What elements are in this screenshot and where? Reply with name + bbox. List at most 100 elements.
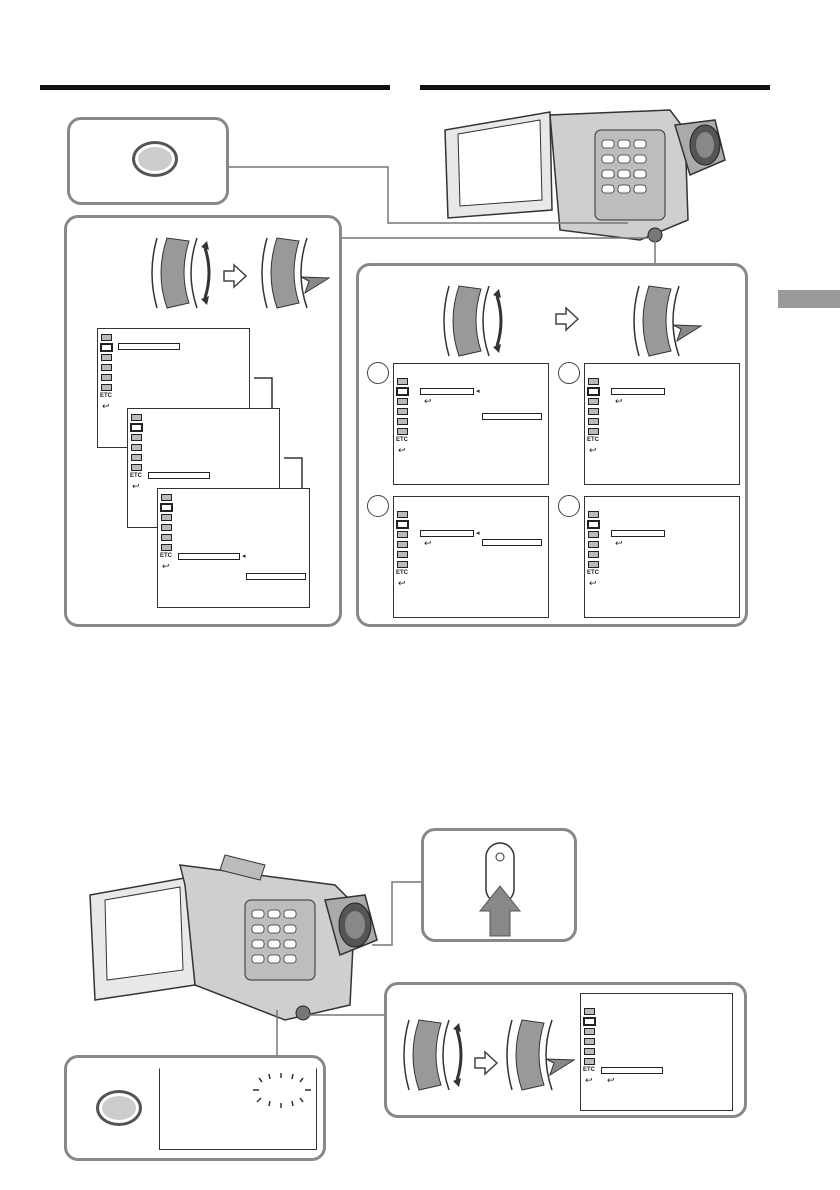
menu-highlight-bar (118, 343, 180, 350)
menu-highlight-bar (178, 553, 240, 560)
connector-line-3 (372, 881, 425, 946)
control-dial-press-icon[interactable] (502, 1015, 582, 1095)
menu-icon-camera (101, 344, 112, 351)
menu-icon-lcd (131, 434, 142, 441)
menu-selector: ◂ (242, 553, 246, 560)
menu-icon-setup (588, 561, 599, 568)
menu-icon-memory (584, 1038, 595, 1045)
left-heading-rule (40, 85, 390, 90)
menu-icon-manual (584, 1008, 595, 1015)
menu-icon-manual (588, 511, 599, 518)
menu-value-bar (482, 413, 542, 420)
menu-icon-lcd (397, 531, 408, 538)
menu-icon-camera (584, 1018, 595, 1025)
step-marker-2 (558, 362, 580, 384)
control-dial-press-icon[interactable] (257, 233, 337, 313)
menu-icon-setup (397, 561, 408, 568)
menu-icon-memory (588, 541, 599, 548)
submenu-return-icon: ↩ (615, 396, 623, 406)
menu-highlight-bar (148, 472, 210, 479)
menu-button-panel (67, 117, 229, 205)
menu-highlight-bar (601, 1067, 663, 1074)
slide-switch-icon[interactable] (476, 841, 526, 937)
menu-icon-manual (161, 494, 172, 501)
menu-icon-lcd (588, 398, 599, 405)
menu-icon-memory (397, 541, 408, 548)
menu-icon-tape (588, 551, 599, 558)
menu-etc-label: ETC (396, 570, 408, 576)
control-dial-icon[interactable] (399, 1015, 469, 1095)
step-marker-4 (558, 495, 580, 517)
connector-line-1 (228, 166, 628, 224)
connector-line-4 (300, 1014, 388, 1016)
outline-arrow-right-icon (555, 306, 580, 332)
blink-indicator-panel (64, 1055, 326, 1161)
menu-icon-memory (131, 444, 142, 451)
menu-icon-tape (131, 454, 142, 461)
menu-icon-tape (161, 534, 172, 541)
submenu-return-icon: ↩ (615, 538, 623, 548)
menu-icon-manual (101, 334, 112, 341)
menu-selector: ◂ (476, 530, 480, 537)
menu-return-icon: ↩ (162, 561, 170, 571)
menu-icon-camera (131, 424, 142, 431)
menu-etc-label: ETC (587, 570, 599, 576)
submenu-return-icon: ↩ (424, 396, 432, 406)
menu-screen-c: ETC ↩ ◂ (157, 488, 310, 608)
menu-icon-setup (161, 544, 172, 551)
connector-line-2 (340, 237, 656, 264)
menu-icon-lcd (584, 1028, 595, 1035)
blinking-indicator-icon (253, 1073, 311, 1108)
menu-icon-camera (588, 521, 599, 528)
steps-panel: ETC ↩ ◂ ↩ ETC ↩ ↩ ETC ↩ ◂ ↩ (356, 263, 748, 627)
submenu-return-icon: ↩ (424, 538, 432, 548)
menu-icon-manual (131, 414, 142, 421)
viewfinder-frame (159, 1068, 317, 1150)
menu-icon-memory (101, 364, 112, 371)
camcorder-bottom-icon (89, 854, 378, 1021)
menu-icon-lcd (588, 531, 599, 538)
menu-selector: ◂ (476, 388, 480, 395)
menu-icon-setup (584, 1058, 595, 1065)
right-heading-rule (420, 85, 770, 90)
dial-menu-panel: ETC ↩ ↩ (384, 982, 747, 1118)
menu-icon-manual (397, 378, 408, 385)
menu-return-icon: ↩ (589, 445, 597, 455)
menu-icon-camera (161, 504, 172, 511)
menu-icon-setup (131, 464, 142, 471)
menu-button-icon[interactable] (97, 1091, 141, 1125)
menu-return-icon: ↩ (589, 578, 597, 588)
step-marker-3 (367, 495, 389, 517)
step-screen-3: ETC ↩ ◂ ↩ (393, 496, 549, 618)
menu-icon-memory (161, 524, 172, 531)
outline-arrow-right-icon (474, 1050, 499, 1076)
step-marker-1 (367, 362, 389, 384)
menu-icon-camera (397, 388, 408, 395)
control-dial-icon[interactable] (439, 281, 509, 361)
menu-icon-tape (101, 374, 112, 381)
connector-line-5 (276, 1010, 278, 1058)
menu-highlight-bar (420, 388, 474, 395)
menu-select-panel: ETC ↩ ETC ↩ ETC ↩ ◂ (64, 215, 342, 627)
menu-etc-label: ETC (396, 437, 408, 443)
menu-value-bar (482, 539, 542, 546)
menu-return-icon: ↩ (398, 578, 406, 588)
menu-etc-label: ETC (583, 1067, 595, 1073)
menu-screen-d: ETC ↩ ↩ (580, 993, 733, 1111)
menu-return-icon: ↩ (102, 401, 110, 411)
menu-icon-memory (588, 408, 599, 415)
menu-icon-tape (588, 418, 599, 425)
menu-icon-manual (397, 511, 408, 518)
menu-icon-lcd (161, 514, 172, 521)
menu-return-icon: ↩ (398, 445, 406, 455)
menu-button-icon[interactable] (133, 142, 177, 176)
outline-arrow-right-icon (223, 263, 248, 289)
control-dial-press-icon[interactable] (629, 281, 709, 361)
menu-icon-lcd (101, 354, 112, 361)
submenu-return-icon: ↩ (607, 1075, 615, 1085)
menu-icon-camera (397, 521, 408, 528)
step-screen-2: ETC ↩ ↩ (584, 363, 740, 485)
control-dial-icon[interactable] (147, 233, 217, 313)
menu-icon-tape (397, 418, 408, 425)
section-side-tab (778, 290, 840, 308)
